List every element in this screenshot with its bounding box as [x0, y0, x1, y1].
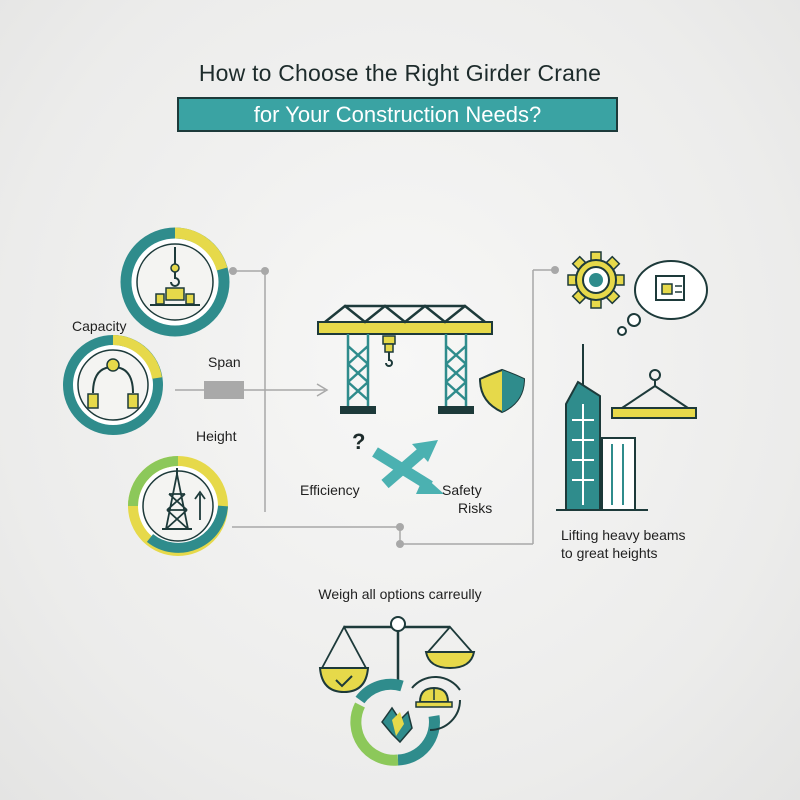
risks-label: Risks: [458, 500, 493, 516]
question-mark: ?: [352, 429, 366, 454]
thought-bubble-icon: [617, 260, 708, 336]
crossing-arrows-icon: [372, 440, 444, 494]
decision-cycle-icon: [350, 675, 461, 766]
span-ring-icon: [63, 335, 163, 435]
shield-icon: [478, 368, 526, 414]
height-label: Height: [196, 428, 237, 444]
efficiency-label: Efficiency: [300, 482, 360, 498]
weigh-options-text: Weigh all options carreully: [318, 586, 482, 602]
lifted-beam-icon: [611, 369, 697, 419]
gear-icon: [567, 251, 625, 309]
connector-dots: [229, 266, 559, 548]
span-label: Span: [208, 354, 241, 370]
capacity-ring-icon: [120, 227, 230, 337]
application-line-2: to great heights: [561, 545, 658, 561]
skyscraper-icon: [556, 344, 648, 511]
span-bar: [204, 381, 244, 399]
title-line-2-banner: for Your Construction Needs?: [177, 97, 618, 132]
height-ring-icon: [128, 456, 228, 556]
girder-crane-icon: [317, 304, 493, 414]
capacity-label: Capacity: [72, 318, 127, 334]
title-line-1: How to Choose the Right Girder Crane: [198, 60, 602, 86]
balance-scale-icon: [318, 616, 476, 694]
application-line-1: Lifting heavy beams: [561, 527, 686, 543]
connector-lines: [175, 269, 555, 545]
arrow-head: [316, 383, 329, 397]
safety-label: Safety: [442, 482, 482, 498]
